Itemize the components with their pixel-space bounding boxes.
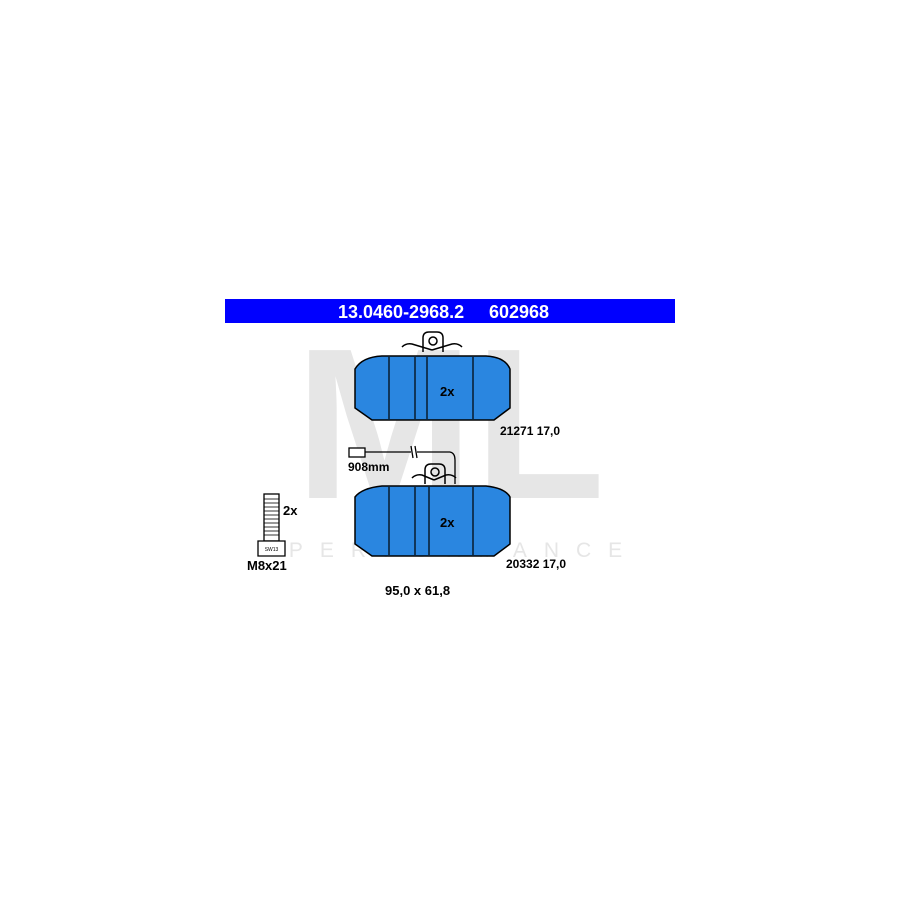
pad-friction-material-top [354,355,511,421]
pad-groove-lines-bottom [388,487,474,555]
brake-pad-top: 2x [354,331,511,421]
bolt-drawing: SW13 [257,493,286,557]
short-number: 602968 [489,302,549,322]
pad-groove-lines-top [388,357,474,419]
brake-pad-bottom: 2x [354,463,511,557]
header-background [225,299,675,323]
bolt-head [257,540,286,557]
bolt-shank [263,493,280,542]
pad-dimensions-label: 95,0 x 61,8 [385,583,450,598]
pad-code-label-top: 21271 17,0 [500,424,560,438]
pad-friction-material-bottom [354,485,511,557]
pad-code-label-bottom: 20332 17,0 [506,557,566,571]
header-bar: 13.0460-2968.2 602968 [225,299,675,323]
wear-sensor-length: 908mm [348,460,389,474]
bolt-count-label: 2x [283,503,298,518]
spring-clip-top [401,331,463,352]
part-number: 13.0460-2968.2 [338,302,464,322]
bolt-size-label: M8x21 [247,558,287,573]
pad-count-label-top: 2x [440,384,455,399]
wear-sensor-plug [348,447,366,458]
pad-count-label-bottom: 2x [440,515,455,530]
spring-clip-bottom [411,463,457,484]
wear-sensor [348,445,456,484]
bolt-head-marking: SW13 [265,547,279,553]
